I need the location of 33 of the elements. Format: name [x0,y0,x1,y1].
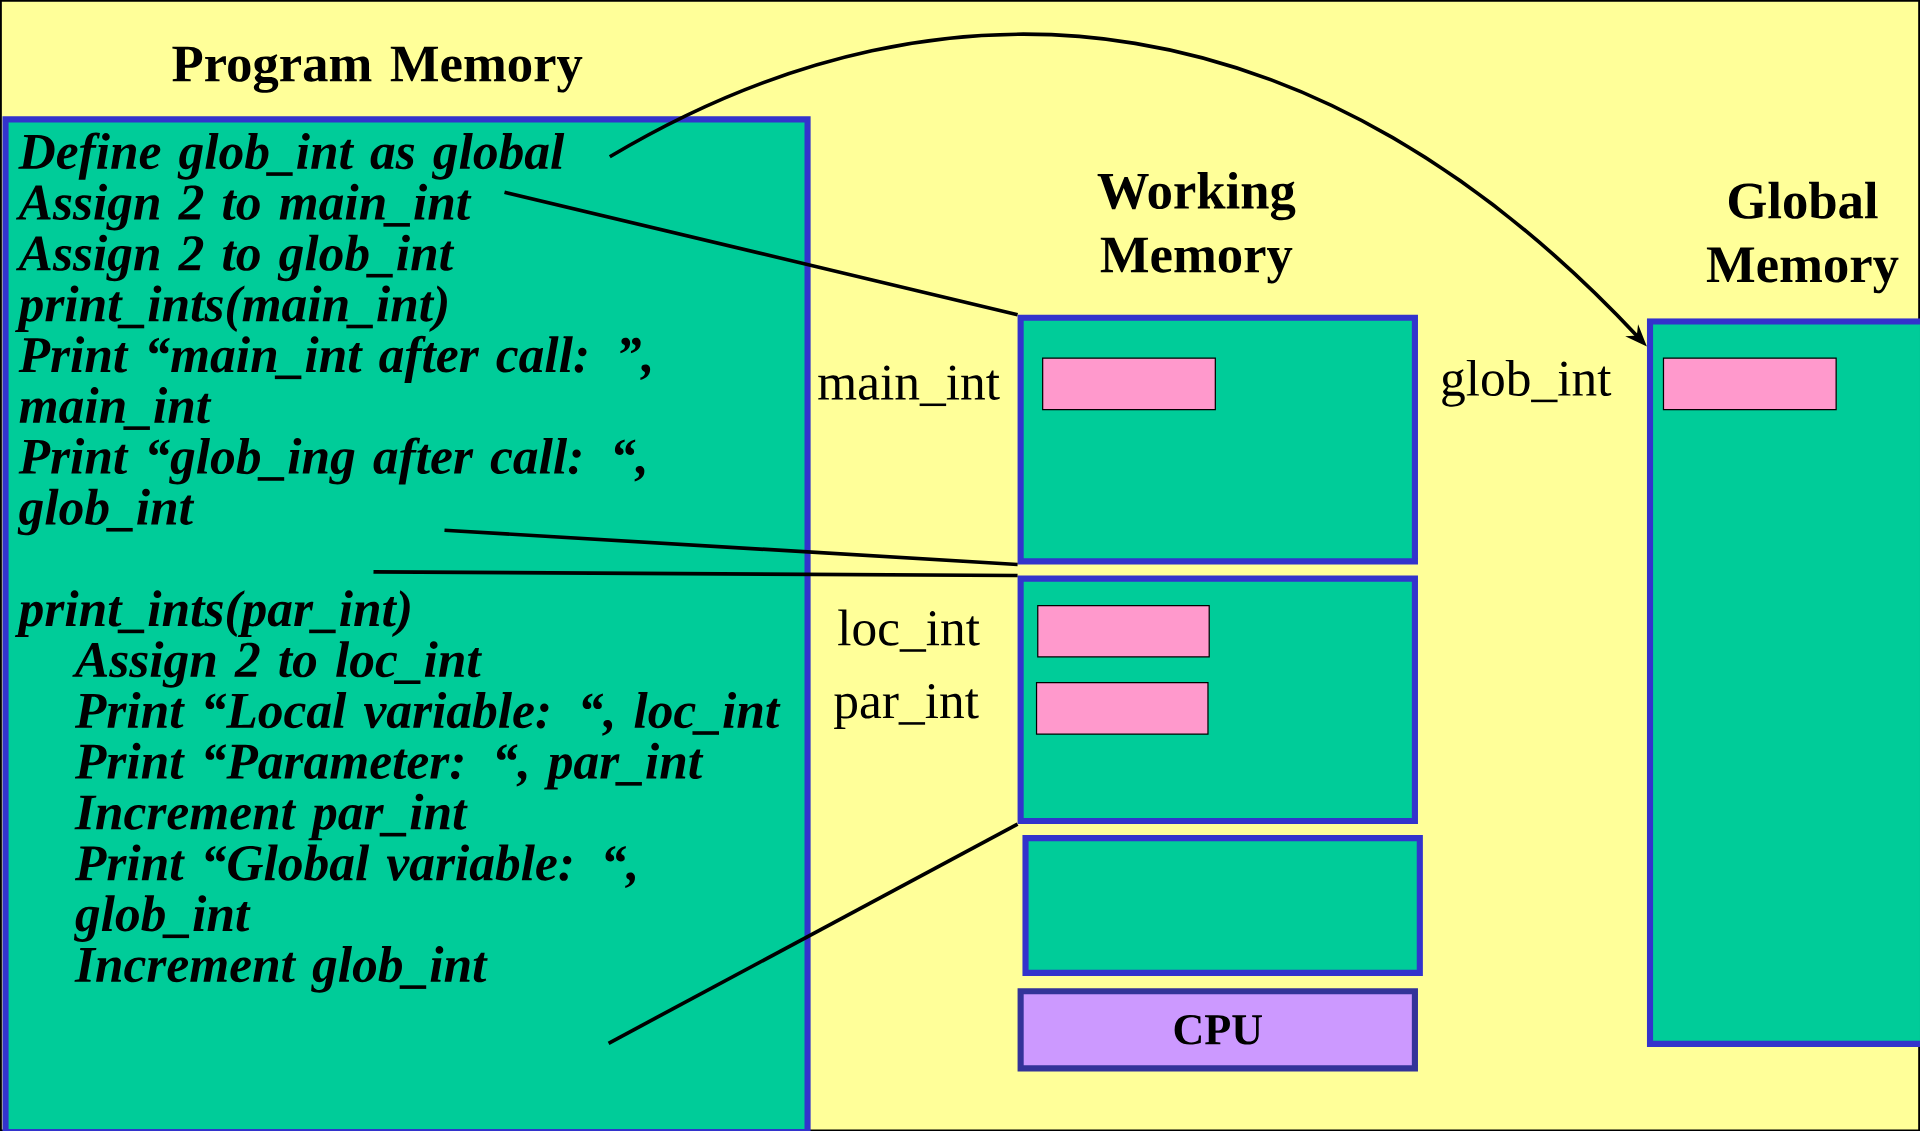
box-heading: Program Memory [172,46,583,93]
code-line: Print “Parameter: “, par_int [74,742,704,790]
code-line: Assign 2 to main_int [15,183,472,231]
memory-box [1017,171,1418,565]
code-line: Assign 2 to glob_int [15,234,455,282]
memory-box [1646,181,1920,1047]
program-memory-panel [2,46,811,1131]
connector-line [373,569,1018,578]
variable-label: par_int [834,683,979,729]
code-line: print_ints(par_int) [14,590,410,637]
code-line: Define glob_int as global [18,132,565,180]
code-line: Increment glob_int [74,945,488,993]
code-line: Print “glob_ing after call: “, glob_int [17,437,645,536]
code-line: print_ints(main_int) [14,285,447,332]
connector-line [444,528,1018,567]
cpu-box: CPU [1017,987,1418,1072]
memory-box [1022,834,1423,976]
variable-slot [1037,604,1210,658]
code-line: Print “Global variable: “, glob_int [74,844,635,942]
variable-slot [1662,357,1837,410]
code-line: Print “Local variable: “, loc_int [74,691,781,736]
code-line: Increment par_int [74,793,468,841]
variable-slot [1035,681,1209,735]
variable-label: glob_int [1442,359,1612,407]
code-line: Print “main_int after call: ”, main_int [18,335,651,430]
box-heading: Working Memory [1097,171,1296,284]
box-heading: Global Memory [1706,181,1899,294]
variable-slot [1042,357,1216,410]
code-line: Assign 2 to loc_int [72,641,482,688]
connector-line [607,822,1019,1045]
variable-label: loc_int [838,609,980,652]
variable-label: main_int [818,365,1000,406]
connector-line [504,190,1018,317]
